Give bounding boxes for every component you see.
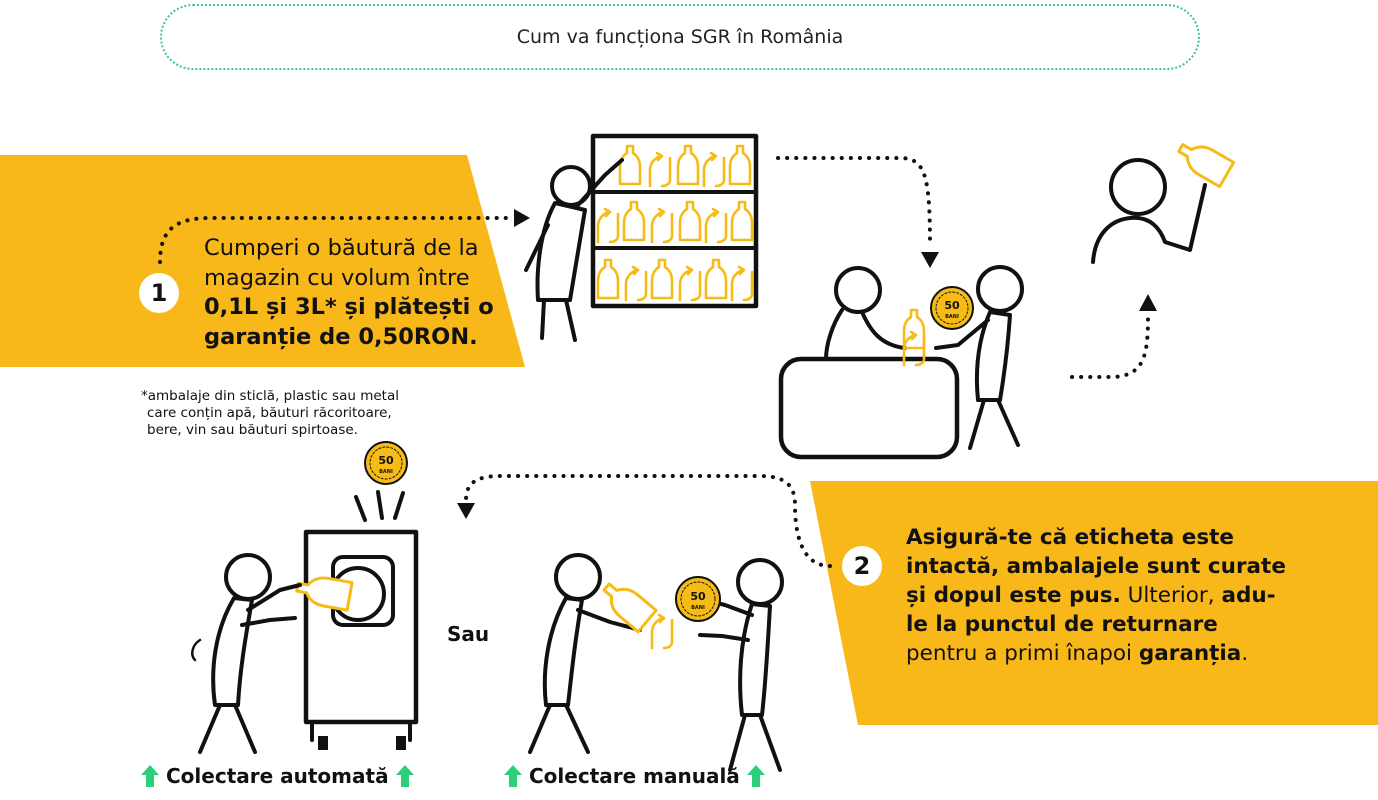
coin-unit: BANI <box>945 314 959 320</box>
coin-icon <box>930 286 974 330</box>
dotted-connectors <box>158 156 1150 568</box>
caption-automatic: Colectare automată <box>140 763 415 789</box>
coin-icon-2 <box>364 441 408 485</box>
step-1-badge: 1 <box>139 273 179 313</box>
or-label: Sau <box>447 622 490 646</box>
arrow-right-icon <box>514 209 530 227</box>
caption-manual: Colectare manuală <box>503 763 766 789</box>
manual-collection-illustration <box>528 553 784 772</box>
shelf-illustration <box>524 133 759 342</box>
green-arrow-icon <box>395 765 414 787</box>
coin-icon-3 <box>675 576 721 622</box>
step-2-bold-3: garanția <box>1138 641 1242 666</box>
green-arrow-icon <box>141 765 159 787</box>
step-2-badge: 2 <box>842 546 882 586</box>
step-1-text: Cumperi o băutură de la magazin cu volum… <box>204 234 522 352</box>
coin-unit-2: BANI <box>379 469 393 475</box>
caption-manual-label: Colectare manuală <box>529 764 740 788</box>
connector-3 <box>1070 313 1150 379</box>
coin-value: 50 <box>944 299 960 312</box>
connector-4 <box>464 474 832 568</box>
footnote-line: *ambalaje din sticlă, plastic sau metal <box>141 388 399 404</box>
coin-value-2: 50 <box>378 454 394 467</box>
step-2-normal-3: . <box>1241 641 1249 666</box>
footnote: *ambalaje din sticlă, plastic sau metal … <box>141 388 399 439</box>
step-2-normal: Ulterior, <box>1120 583 1222 608</box>
step-2-normal-2: pentru a primi înapoi <box>906 641 1139 666</box>
cashier-illustration <box>778 265 1024 460</box>
page-title: Cum va funcționa SGR în România <box>516 26 844 48</box>
step1-band <box>0 155 525 367</box>
connector-1 <box>158 216 510 264</box>
connector-2 <box>776 156 932 247</box>
title-box: Cum va funcționa SGR în România <box>160 4 1200 70</box>
drinker-illustration <box>1091 143 1236 264</box>
step-1-text-normal: Cumperi o băutură de la magazin cu volum… <box>204 235 479 291</box>
coin-value-3: 50 <box>690 590 706 603</box>
vending-machine-illustration <box>191 490 419 754</box>
step-2-bold: Asigură-te că eticheta este intactă, amb… <box>906 525 1286 608</box>
arrow-heads <box>457 209 1157 519</box>
footnote-line: care conțin apă, băuturi răcoritoare, <box>147 405 392 421</box>
arrow-down-icon-2 <box>457 503 475 519</box>
step-1-text-bold: 0,1L și 3L* și plătești o garanție de 0,… <box>204 294 494 350</box>
arrow-up-icon <box>1139 294 1157 311</box>
step-2-bold-2: adu-le la punctul de returnare <box>906 583 1276 637</box>
green-arrow-icon <box>504 765 522 787</box>
arrow-down-icon <box>921 252 939 268</box>
footnote-line: bere, vin sau băuturi spirtoase. <box>147 422 358 438</box>
step2-band <box>810 481 1378 725</box>
coin-unit-3: BANI <box>691 605 705 611</box>
caption-automatic-label: Colectare automată <box>166 764 389 788</box>
green-arrow-icon <box>746 765 765 787</box>
step-2-text: Asigură-te că eticheta este intactă, amb… <box>906 523 1286 668</box>
